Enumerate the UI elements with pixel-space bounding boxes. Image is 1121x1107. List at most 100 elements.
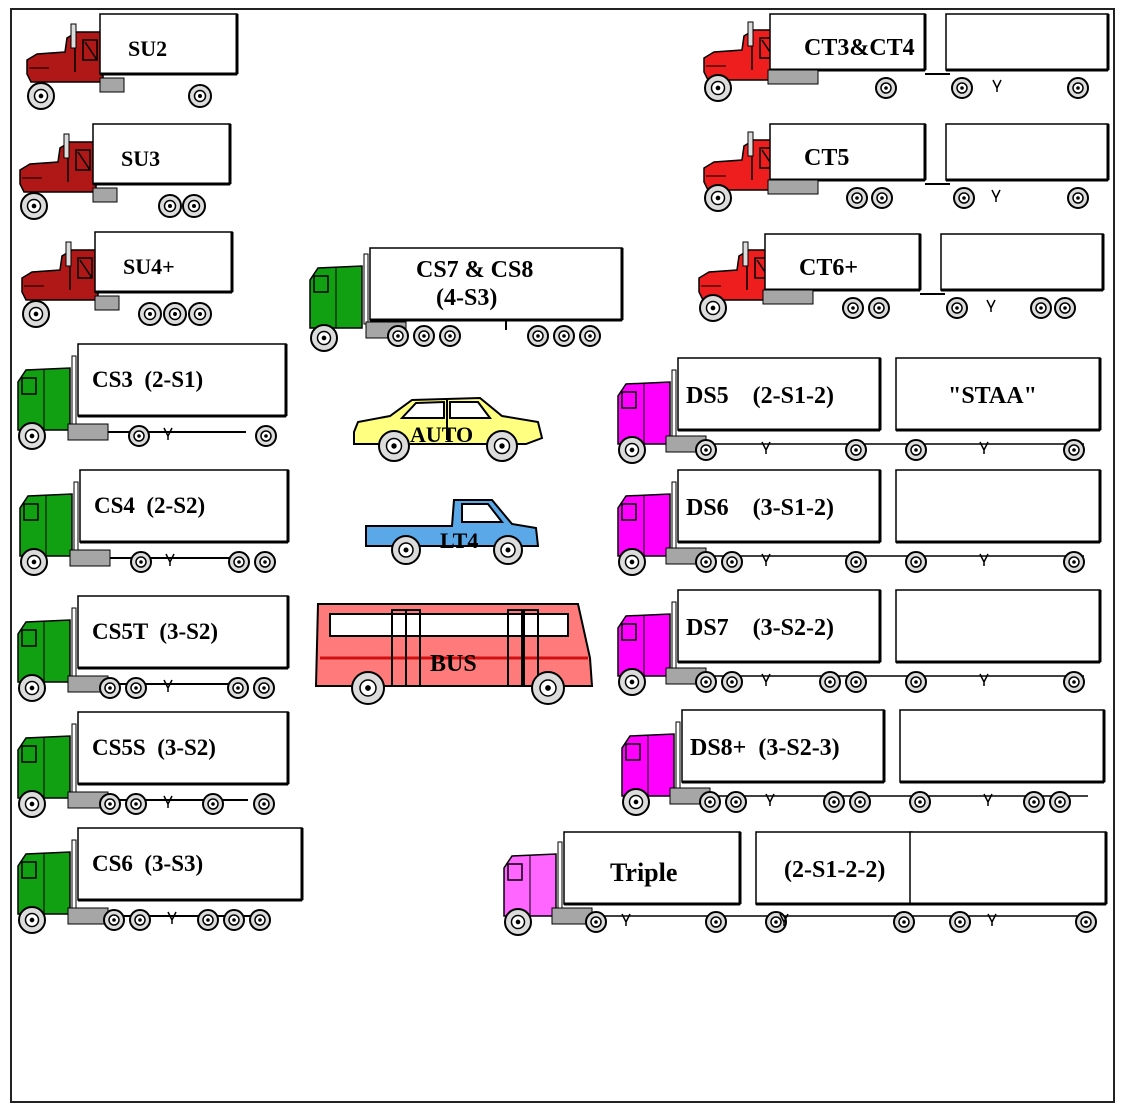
tractor-cab [17, 723, 77, 799]
triple-label: Triple [610, 858, 678, 887]
rear-trailer [895, 589, 1101, 663]
tractor-cab [17, 839, 77, 915]
vehicle-cs6: CS6 (3-S3) [16, 827, 316, 940]
steer-wheel [18, 422, 46, 450]
cargo-box [99, 13, 238, 75]
vehicle-ds8: DS8+ (3-S2-3) [618, 709, 1108, 822]
wheel [725, 791, 747, 813]
wheel [125, 677, 147, 699]
rear-trailer [909, 831, 1107, 905]
wheel [527, 325, 549, 347]
tractor-cab [17, 355, 77, 431]
wheel [253, 677, 275, 699]
wheel [493, 535, 523, 565]
vehicle-ct5: CT5 [700, 123, 1115, 224]
wheel [721, 551, 743, 573]
dolly-hitch [163, 427, 173, 440]
wheel [953, 187, 975, 209]
wheel [99, 677, 121, 699]
wheel [579, 325, 601, 347]
steer-wheel [704, 74, 732, 102]
ds5-label: DS5 (2-S1-2) [686, 383, 834, 409]
wheel [695, 439, 717, 461]
dolly-hitch [992, 79, 1002, 92]
wheel [129, 909, 151, 931]
dolly-hitch [621, 913, 631, 926]
rear-trailer [945, 13, 1109, 71]
wheel [188, 302, 212, 326]
tractor-cab [617, 369, 677, 445]
wheel [1067, 77, 1089, 99]
wheel [103, 909, 125, 931]
steer-wheel [504, 908, 532, 936]
wheel [721, 671, 743, 693]
wheel [125, 793, 147, 815]
ds8-label: DS8+ (3-S2-3) [690, 735, 840, 761]
wheel [531, 671, 565, 705]
wheel [871, 187, 893, 209]
wheel [845, 671, 867, 693]
steer-wheel [18, 790, 46, 818]
tractor-cab [617, 601, 677, 677]
rear-trailer [945, 123, 1109, 181]
vehicle-ct6: CT6+ [695, 233, 1110, 334]
middle-trailer [755, 831, 913, 905]
wheel [1030, 297, 1052, 319]
steer-wheel [622, 788, 650, 816]
wheel [699, 791, 721, 813]
wheel [1063, 439, 1085, 461]
wheel [905, 671, 927, 693]
wheel [875, 77, 897, 99]
tractor-cab [698, 241, 776, 301]
vehicle-ds6: DS6 (3-S1-2) [614, 469, 1104, 582]
su4-label: SU4+ [123, 254, 175, 279]
wheel [846, 187, 868, 209]
cs5s-label: CS5S (3-S2) [92, 735, 216, 760]
wheel [158, 194, 182, 218]
rear-trailer [895, 357, 1101, 431]
cs78-sublabel: (4-S3) [436, 285, 498, 311]
cs3-label: CS3 (2-S1) [92, 367, 204, 392]
vehicle-cs3: CS3 (2-S1) [16, 343, 316, 456]
wheel [99, 793, 121, 815]
vehicle-cs78: CS7 & CS8(4-S3) [306, 244, 626, 356]
vehicle-lt4: LT4 [362, 496, 542, 572]
ct6-label: CT6+ [799, 255, 859, 281]
vehicle-ds7: DS7 (3-S2-2) [614, 589, 1104, 702]
steer-wheel [18, 906, 46, 934]
wheel [351, 671, 385, 705]
steer-wheel [704, 184, 732, 212]
steer-wheel [618, 436, 646, 464]
wheel [819, 671, 841, 693]
wheel [868, 297, 890, 319]
wheel [951, 77, 973, 99]
wheel [949, 911, 971, 933]
steer-wheel [310, 324, 338, 352]
wheel [1054, 297, 1076, 319]
vehicle-cs5s: CS5S (3-S2) [16, 711, 316, 824]
rear-trailer [895, 469, 1101, 543]
wheel [905, 551, 927, 573]
triple-trailer-label: (2-S1-2-2) [784, 857, 886, 883]
semi-trailer [77, 711, 289, 785]
wheel [188, 84, 212, 108]
wheel [705, 911, 727, 933]
dolly-hitch [779, 913, 789, 926]
ct34-label: CT3&CT4 [804, 35, 915, 61]
vehicle-ds5: DS5 (2-S1-2)"STAA" [614, 357, 1104, 470]
cargo-box [92, 123, 231, 185]
vehicle-triple: Triple (2-S1-2-2) [500, 830, 1112, 942]
dolly-hitch [986, 299, 996, 312]
vehicle-su2: SU2 [25, 13, 255, 114]
tractor-cab [17, 607, 77, 683]
steer-wheel [18, 674, 46, 702]
su2-label: SU2 [128, 36, 168, 61]
wheel [253, 793, 275, 815]
steer-wheel [699, 294, 727, 322]
tractor-cab [617, 481, 677, 557]
wheel [378, 430, 410, 462]
wheel [1023, 791, 1045, 813]
vehicle-su4: SU4+ [20, 231, 250, 332]
wheel [823, 791, 845, 813]
wheel [197, 909, 219, 931]
